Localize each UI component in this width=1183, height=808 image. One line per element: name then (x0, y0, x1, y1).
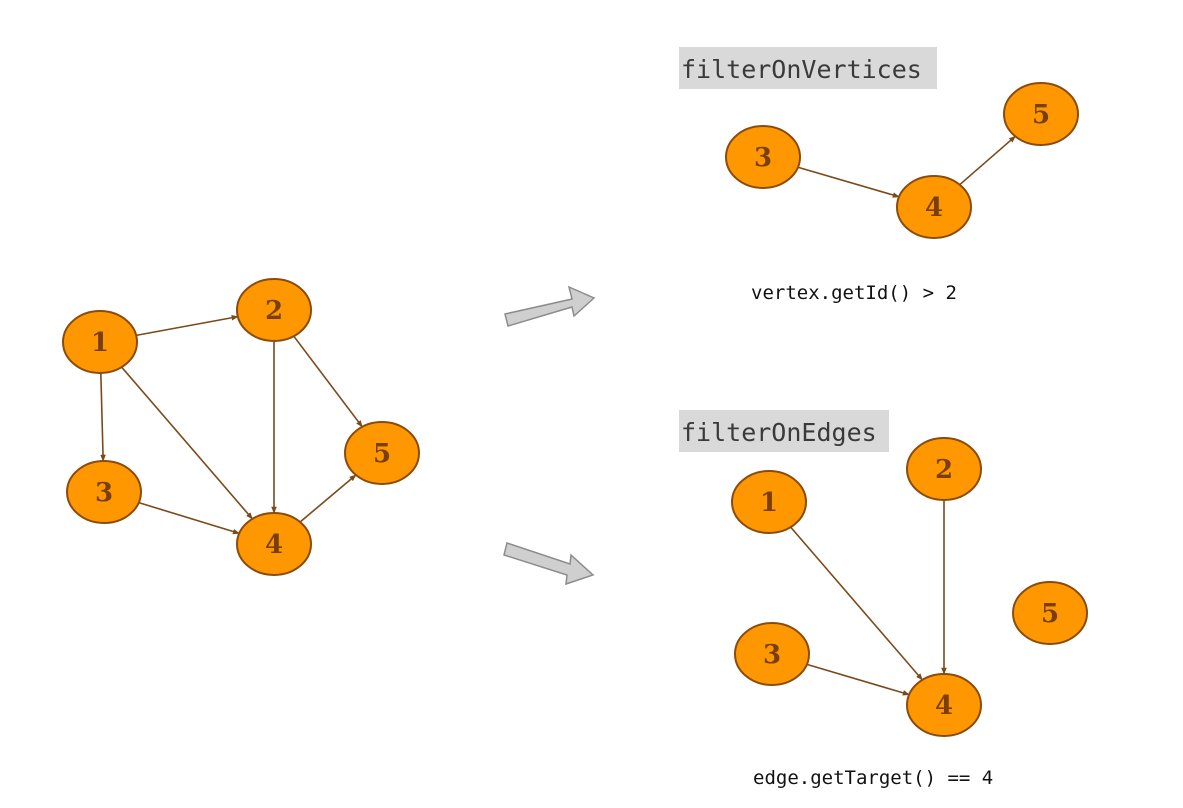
node-circle (66, 460, 142, 524)
node-label: 3 (95, 478, 113, 508)
node-circle (906, 673, 982, 737)
original-edge-1-4 (121, 366, 253, 520)
vertices-title-group: filterOnVertices (679, 47, 937, 89)
original-node-3: 3 (66, 460, 142, 524)
edges-node-1: 1 (731, 470, 807, 534)
node-circle (344, 421, 420, 485)
node-label: 2 (265, 296, 283, 326)
node-label: 4 (935, 691, 953, 721)
original-edge-1-2 (135, 315, 239, 337)
node-circle (62, 310, 138, 374)
original-edge-2-5 (293, 335, 363, 428)
node-circle (1003, 82, 1079, 146)
node-circle (725, 125, 801, 189)
to-vertices-arrow (504, 285, 596, 327)
edges-node-2: 2 (906, 437, 982, 501)
node-label: 1 (91, 328, 109, 358)
node-label: 3 (763, 640, 781, 670)
node-circle (236, 512, 312, 576)
original-node-2: 2 (236, 278, 312, 342)
vertices-node-3: 3 (725, 125, 801, 189)
node-label: 5 (373, 439, 391, 469)
edges-title-background (679, 410, 889, 452)
node-label: 5 (1032, 100, 1050, 130)
edges-edge-3-4 (806, 663, 910, 696)
node-circle (734, 622, 810, 686)
original-edge-1-3 (100, 372, 106, 462)
edges-node-4: 4 (906, 673, 982, 737)
vertices-edge-3-4 (797, 166, 900, 198)
node-label: 1 (760, 488, 778, 518)
edges-node-3: 3 (734, 622, 810, 686)
node-circle (906, 437, 982, 501)
node-label: 2 (935, 455, 953, 485)
original-edge-3-4 (138, 501, 240, 535)
node-circle (731, 470, 807, 534)
vertices-node-5: 5 (1003, 82, 1079, 146)
edges-caption: edge.getTarget() == 4 (753, 767, 993, 789)
vertices-node-4: 4 (896, 175, 972, 239)
original-node-1: 1 (62, 310, 138, 374)
vertices-edge-4-5 (959, 135, 1016, 186)
vertices-title-background (679, 47, 937, 89)
original-node-4: 4 (236, 512, 312, 576)
edges-title: filterOnEdges (681, 418, 877, 447)
original-node-5: 5 (344, 421, 420, 485)
node-circle (896, 175, 972, 239)
node-label: 4 (925, 193, 943, 223)
node-label: 4 (265, 530, 283, 560)
node-circle (236, 278, 312, 342)
node-circle (1012, 581, 1088, 645)
edges-node-5: 5 (1012, 581, 1088, 645)
edges-edge-1-4 (790, 526, 923, 681)
vertices-title: filterOnVertices (681, 55, 922, 84)
node-label: 5 (1041, 599, 1059, 629)
edges-layer (100, 135, 1016, 696)
original-edge-4-5 (299, 474, 357, 523)
right-arrow-icon (504, 285, 596, 327)
to-edges-arrow (503, 542, 595, 586)
node-label: 3 (754, 143, 772, 173)
right-arrow-icon (503, 542, 595, 586)
vertices-caption: vertex.getId() > 2 (751, 282, 957, 304)
edges-title-group: filterOnEdges (679, 410, 889, 452)
nodes-layer: 1 2 3 4 5 3 4 5 1 2 3 4 5 (62, 82, 1088, 737)
